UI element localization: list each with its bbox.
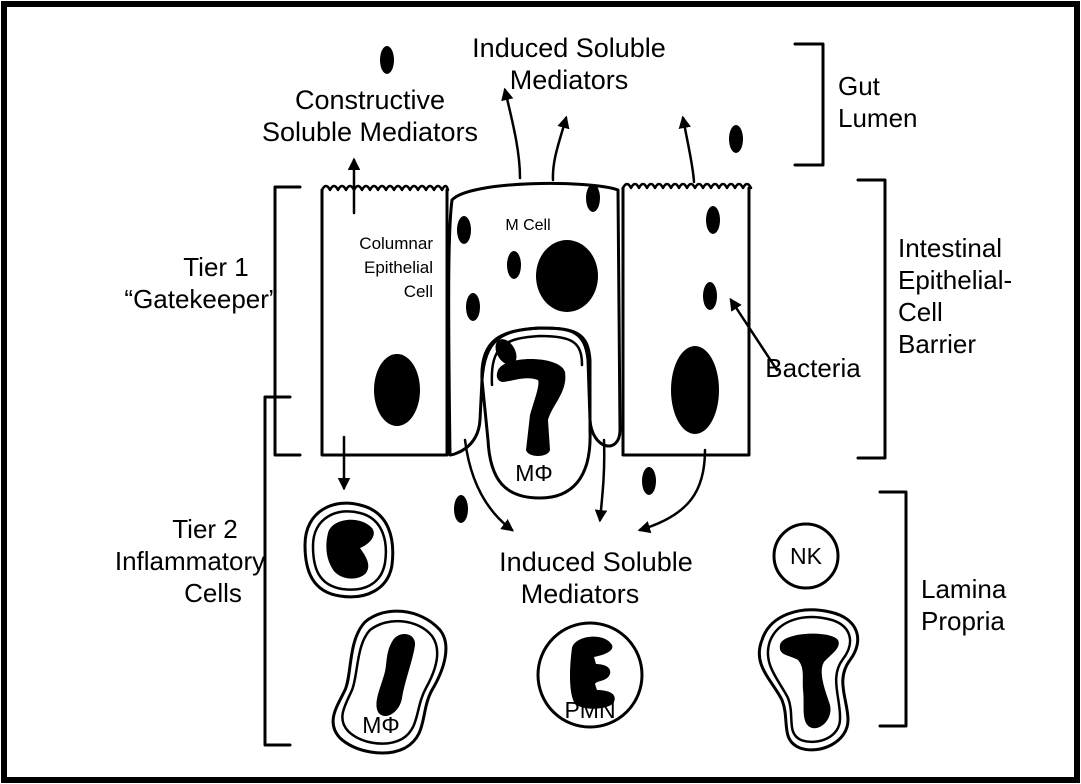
barrier-line4: Barrier [898, 329, 976, 359]
tier2-bracket [265, 397, 290, 745]
barrier-line1: Intestinal [898, 233, 1002, 263]
nucleus-right [671, 346, 719, 434]
nucleus-left [374, 354, 420, 426]
induced-mediators-bottom-line1: Induced Soluble [499, 547, 693, 577]
right-cell-nucleus [780, 634, 839, 729]
constructive-mediators-line2: Soluble Mediators [262, 117, 478, 147]
gut-lumen-line1: Gut [838, 71, 881, 101]
constructive-mediators-line1: Constructive [295, 85, 445, 115]
lamina-line1: Lamina [921, 574, 1007, 604]
columnar-label-line2: Epithelial [364, 258, 433, 277]
induced-mediators-top-line1: Induced Soluble [472, 33, 666, 63]
tier2-line3: Cells [184, 578, 242, 608]
macrophage-bottom-label: MΦ [362, 712, 400, 738]
induced-mediators-bottom-line2: Mediators [521, 579, 640, 609]
tier1-line1: Tier 1 [183, 252, 249, 282]
m-cell-label: M Cell [505, 217, 550, 234]
lamina-propria-bracket [880, 492, 906, 726]
nk-label: NK [790, 543, 823, 569]
induced-mediators-top-line2: Mediators [510, 65, 629, 95]
barrier-line3: Cell [898, 297, 943, 327]
m-cell-nucleus [536, 240, 598, 312]
gut-lumen-line2: Lumen [838, 103, 918, 133]
tier2-line1: Tier 2 [172, 514, 238, 544]
columnar-label-line1: Columnar [359, 234, 433, 253]
tier1-bracket [275, 187, 300, 455]
bacteria-label: Bacteria [765, 353, 861, 383]
lamina-line2: Propria [921, 606, 1005, 636]
columnar-label-line3: Cell [404, 282, 433, 301]
pmn-label: PMN [564, 697, 615, 723]
gut-lumen-bracket [795, 44, 823, 165]
barrier-line2: Epithelial- [898, 265, 1012, 295]
barrier-bracket [858, 180, 885, 458]
columnar-epithelial-cell-left [322, 186, 448, 455]
macrophage-nucleus-mcell [497, 359, 566, 456]
tier2-line2: Inflammatory [115, 546, 265, 576]
macrophage-nucleus-bottom [376, 634, 415, 716]
lymphocyte-nucleus [326, 520, 373, 579]
tier1-line2: “Gatekeeper” [124, 284, 277, 314]
columnar-epithelial-cell-right [623, 184, 751, 455]
macrophage-label: MΦ [515, 460, 553, 486]
